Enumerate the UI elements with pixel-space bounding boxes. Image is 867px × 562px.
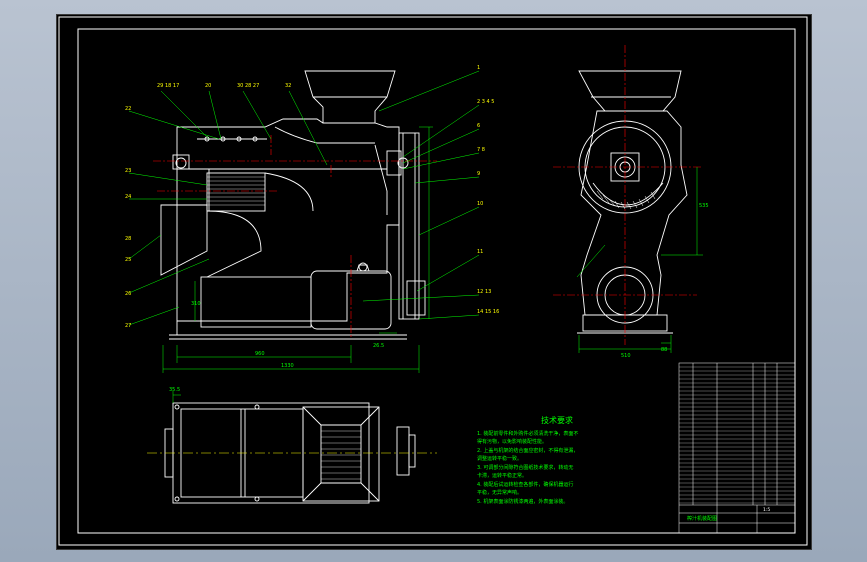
balloon-24: 24 xyxy=(125,194,131,200)
tech-requirements-title: 技术要求 xyxy=(541,415,573,425)
side-dimensions xyxy=(576,167,703,353)
tech-line-8: 平稳，无异常声响。 xyxy=(477,489,522,496)
tech-line-5: 3. 可调部分间隙符合图纸技术要求，转动无 xyxy=(477,464,573,471)
balloon-labels-left: 22 23 24 25 26 27 28 xyxy=(125,106,131,329)
top-slots xyxy=(321,430,361,480)
svg-text:535: 535 xyxy=(699,203,709,209)
balloon-right-0: 2 3 4 5 xyxy=(477,99,495,105)
balloon-25: 25 xyxy=(125,257,131,263)
svg-text:960: 960 xyxy=(255,351,265,357)
svg-text:310: 310 xyxy=(191,301,201,307)
balloon-right-6: 12 13 xyxy=(477,289,491,295)
balloon-right-7: 14 15 16 xyxy=(477,309,499,315)
balloon-top-2: 30 28 27 xyxy=(237,83,259,89)
balloon-right-4: 10 xyxy=(477,201,483,207)
balloon-22: 22 xyxy=(125,106,131,112)
balloon-27: 27 xyxy=(125,323,131,329)
balloon-26: 26 xyxy=(125,291,131,297)
svg-text:35.5: 35.5 xyxy=(169,387,180,393)
assembly-drawing: 960 1330 310 26.5 22 23 24 25 26 27 28 2… xyxy=(58,16,808,546)
tech-line-9: 5. 机架表面涂防锈漆两遍，外表面涂装。 xyxy=(477,498,568,505)
front-view xyxy=(160,70,426,340)
side-view xyxy=(577,70,688,334)
front-centerlines xyxy=(153,135,437,337)
title-block-name: 榨汁机装配图 xyxy=(687,515,717,522)
side-hatching xyxy=(596,190,656,210)
balloon-top-3: 32 xyxy=(285,83,291,89)
side-centerlines xyxy=(553,45,703,345)
svg-text:26.5: 26.5 xyxy=(373,343,384,349)
cad-viewport[interactable]: 960 1330 310 26.5 22 23 24 25 26 27 28 2… xyxy=(56,14,812,550)
svg-text:88: 88 xyxy=(661,347,667,353)
balloon-right-3: 9 xyxy=(477,171,480,177)
front-leaders xyxy=(128,70,480,326)
balloon-right-2: 7 8 xyxy=(477,147,485,153)
drum-hatching xyxy=(207,176,265,206)
front-dimensions xyxy=(162,126,433,373)
tech-line-1: 1. 装配前零件和外购件必须清洗干净，表面不 xyxy=(477,430,578,437)
balloon-labels-top: 29 18 17 20 30 28 27 32 1 xyxy=(157,65,480,89)
svg-text:510: 510 xyxy=(621,353,631,359)
tech-line-7: 4. 装配后试运转检查各部件，确保机器运行 xyxy=(477,481,573,488)
balloon-right-5: 11 xyxy=(477,249,483,255)
tech-line-3: 2. 上盖与机架的结合面应密封，不得有泄漏， xyxy=(477,447,578,454)
tech-line-2: 得有污物，以免影响装配性能。 xyxy=(477,438,547,445)
parts-list xyxy=(678,362,796,534)
svg-text:1330: 1330 xyxy=(281,363,294,369)
tech-line-6: 卡滞，运转平稳正常。 xyxy=(477,472,527,479)
balloon-28: 28 xyxy=(125,236,131,242)
inner-border xyxy=(77,28,796,534)
balloon-top-4: 1 xyxy=(477,65,480,71)
balloon-right-1: 6 xyxy=(477,123,480,129)
balloon-top-0: 29 18 17 xyxy=(157,83,179,89)
title-block-scale: 1:5 xyxy=(763,507,770,513)
top-dimensions xyxy=(172,391,181,403)
outer-border xyxy=(58,16,808,546)
balloon-23: 23 xyxy=(125,168,131,174)
balloon-top-1: 20 xyxy=(205,83,211,89)
tech-requirements: 技术要求 1. 装配前零件和外购件必须清洗干净，表面不 得有污物，以免影响装配性… xyxy=(477,415,578,505)
parts-rows xyxy=(679,366,795,504)
tech-line-4: 调整运转平稳一致。 xyxy=(477,455,522,462)
balloon-labels-right: 2 3 4 5 6 7 8 9 10 11 12 13 14 15 16 xyxy=(477,99,499,315)
